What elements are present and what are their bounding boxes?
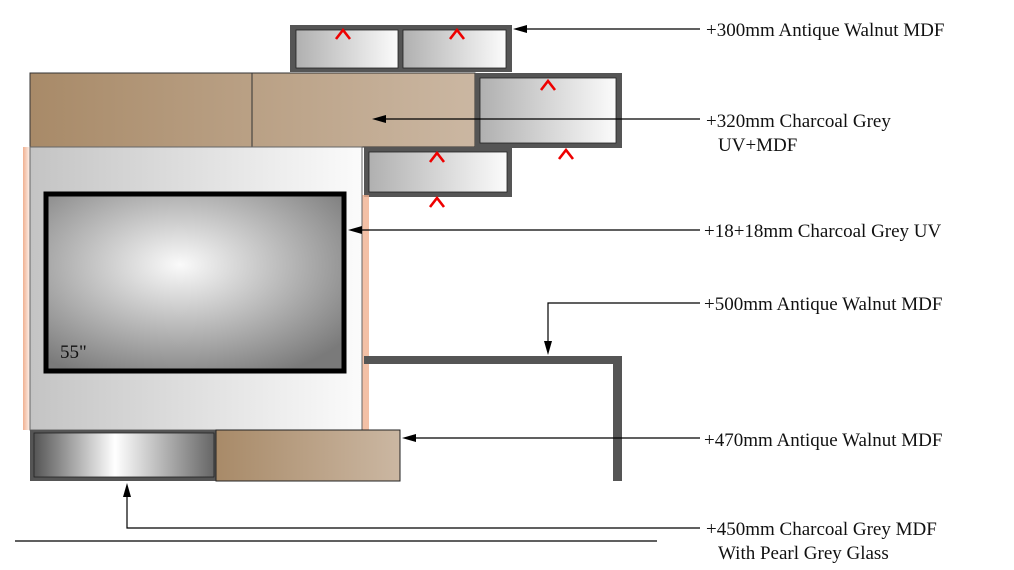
label-glass-base-line2: With Pearl Grey Glass [718,543,889,564]
walnut-upper-panel [29,72,476,148]
tv-size-label: 55" [60,342,87,363]
label-walnut-base: +470mm Antique Walnut MDF [704,430,942,451]
caret-icon [428,195,446,208]
label-tv-panel: +18+18mm Charcoal Grey UV [704,221,942,242]
caret-icon [539,78,557,91]
label-right-cabinet: +320mm Charcoal Grey [706,111,891,132]
bottom-base-unit [30,429,401,482]
label-shelf: +500mm Antique Walnut MDF [704,294,942,315]
top-wall-cabinet [290,25,512,72]
label-glass-base: +450mm Charcoal Grey MDF [706,519,937,540]
tv-screen: 55" [43,191,347,374]
right-wall-cabinet [475,73,622,148]
caret-icon [428,150,446,163]
caret-icon [448,27,466,40]
caret-icon [557,147,575,160]
leader-lines [15,25,700,542]
flap-open-markers [334,27,575,208]
caret-icon [334,27,352,40]
label-top-cabinet: +300mm Antique Walnut MDF [706,20,944,41]
l-shaped-shelf [364,356,622,481]
label-right-cabinet-line2: UV+MDF [718,135,797,156]
